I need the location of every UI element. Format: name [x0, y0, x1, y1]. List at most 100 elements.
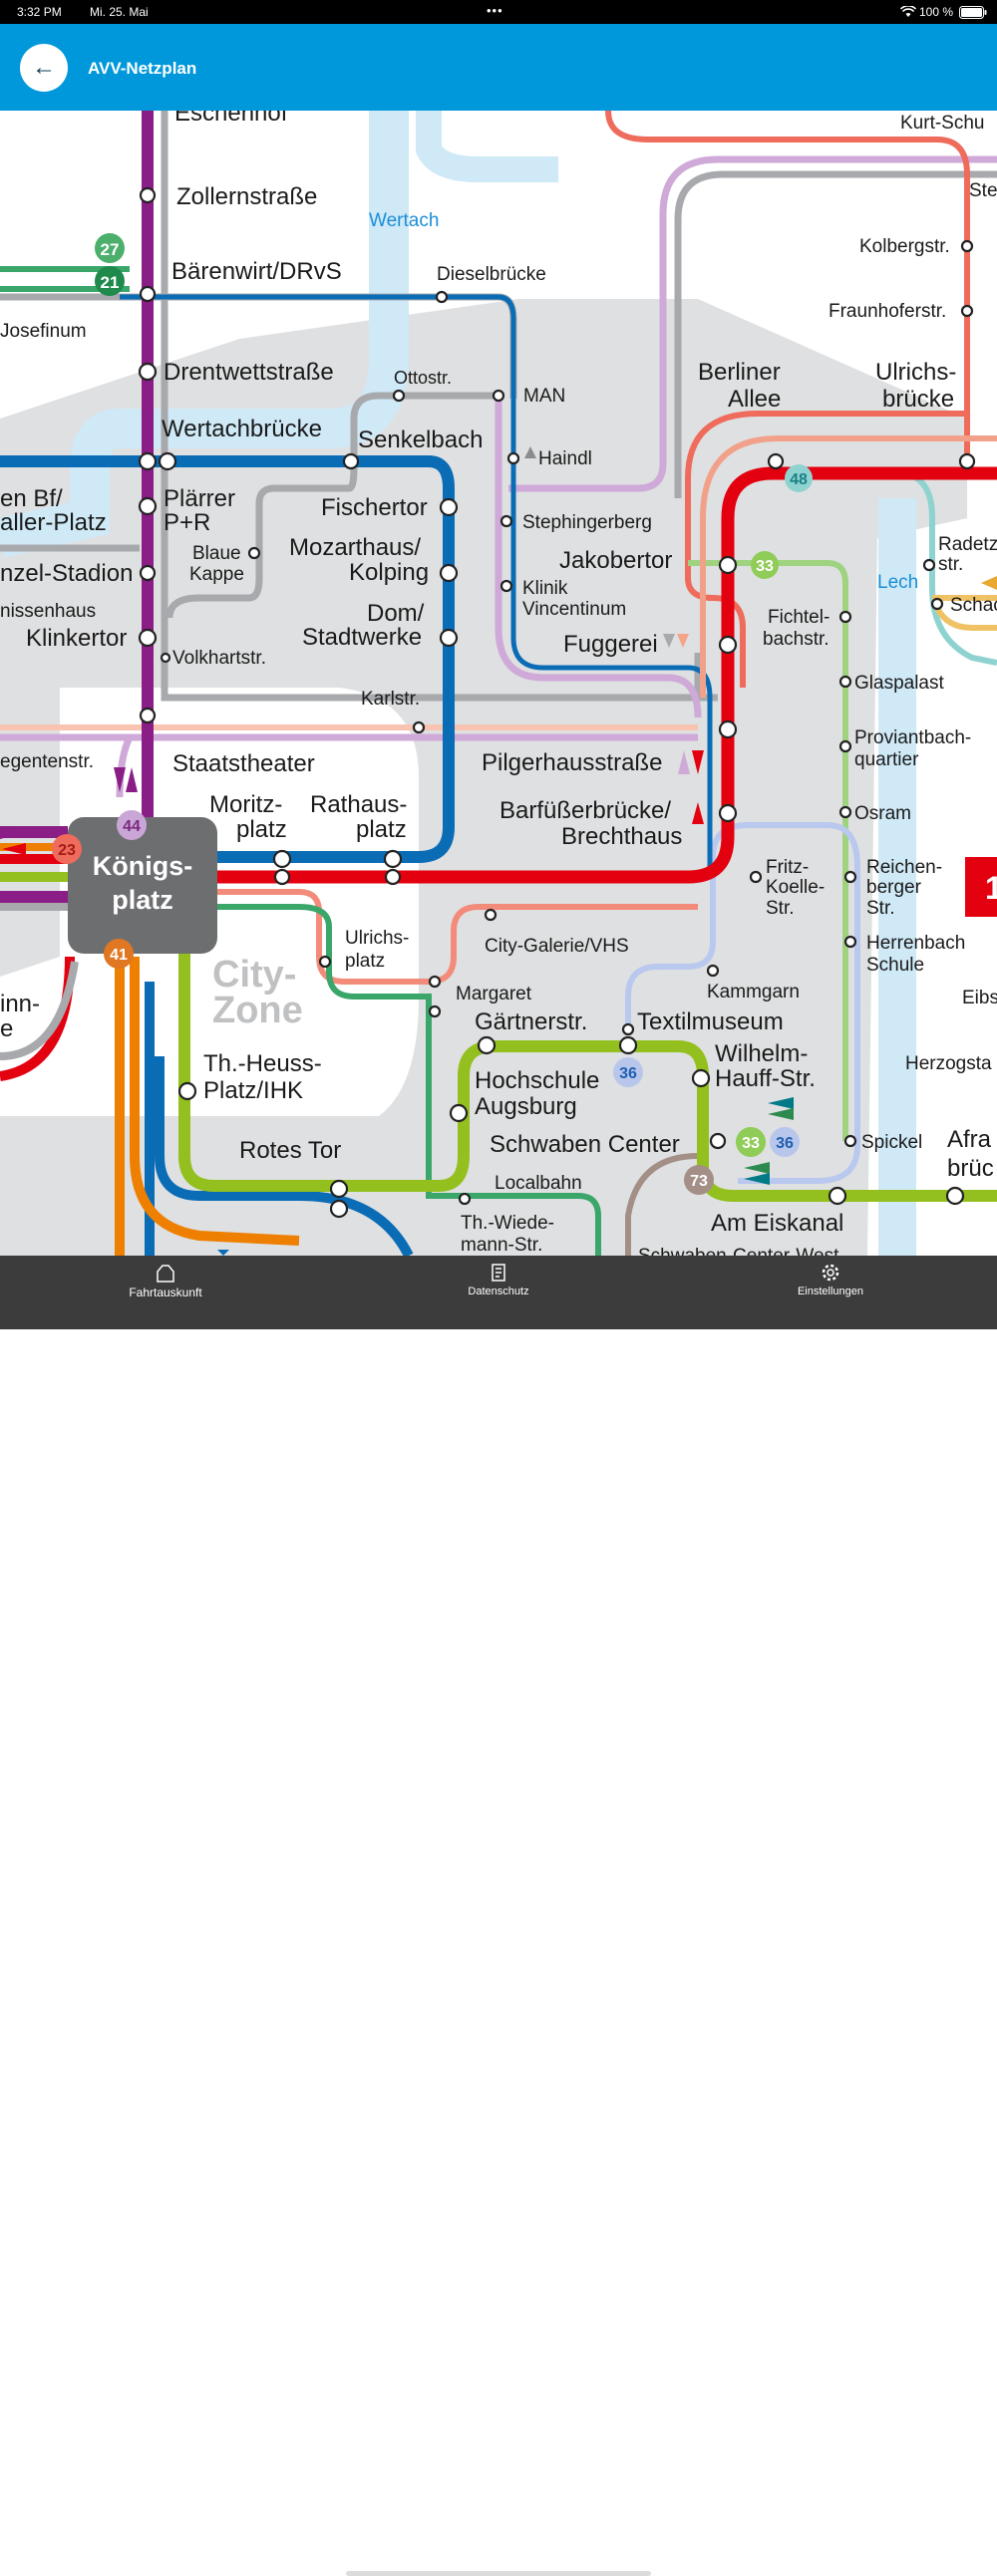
station-label[interactable]: quartier [854, 749, 919, 770]
station-dot[interactable] [499, 579, 513, 593]
station-label[interactable]: Blaue [192, 543, 241, 564]
station-label[interactable]: str. [938, 554, 963, 575]
station-label[interactable]: Reichen- [866, 857, 942, 878]
station-label[interactable]: Klinkertor [26, 625, 127, 652]
station-label[interactable]: Schwaben Center [490, 1131, 680, 1158]
line-badge[interactable]: 36 [613, 1057, 643, 1087]
tab-fahrtauskunft[interactable]: Fahrtauskunft [66, 1256, 265, 1315]
station-dot[interactable] [384, 868, 402, 886]
network-map-canvas[interactable]: Königs- platz [0, 111, 997, 1256]
station-dot[interactable] [412, 720, 426, 734]
station-label[interactable]: Kammgarn [707, 982, 800, 1002]
station-dot[interactable] [177, 1081, 197, 1101]
station-label[interactable]: Fritz- [766, 857, 809, 878]
station-dot[interactable] [718, 635, 738, 655]
tab-einstellungen[interactable]: Einstellungen [731, 1256, 930, 1315]
station-label[interactable]: Karlstr. [361, 689, 420, 710]
station-label[interactable]: aller-Platz [0, 509, 107, 536]
station-label[interactable]: Osram [854, 803, 911, 824]
station-dot[interactable] [828, 1186, 847, 1206]
line-badge[interactable]: 44 [117, 810, 147, 840]
station-dot[interactable] [272, 849, 292, 869]
station-label[interactable]: Brechthaus [561, 823, 682, 850]
station-label[interactable]: Senkelbach [358, 427, 483, 453]
station-label[interactable]: Rotes Tor [239, 1137, 341, 1164]
station-label[interactable]: bachstr. [763, 629, 830, 650]
station-label[interactable]: e [0, 1015, 13, 1042]
station-label[interactable]: Stephingerberg [522, 512, 652, 533]
station-label[interactable]: Proviantbach- [854, 727, 971, 748]
station-dot[interactable] [718, 719, 738, 739]
station-label[interactable]: Koelle- [766, 877, 825, 898]
station-label[interactable]: Allee [728, 386, 781, 413]
station-dot[interactable] [484, 908, 498, 922]
station-dot[interactable] [439, 628, 459, 648]
station-dot[interactable] [383, 849, 403, 869]
station-label[interactable]: Moritz- [209, 791, 282, 818]
station-dot[interactable] [843, 935, 857, 949]
station-label[interactable]: Dieselbrücke [437, 264, 546, 285]
station-label[interactable]: inn- [0, 991, 40, 1017]
multitasking-dots-icon[interactable]: ••• [487, 3, 503, 18]
station-dot[interactable] [958, 452, 976, 470]
station-dot[interactable] [945, 1186, 965, 1206]
station-label[interactable]: Str. [866, 898, 895, 919]
station-label[interactable]: Drentwettstraße [164, 359, 334, 386]
station-label[interactable]: Zollernstraße [176, 183, 317, 210]
station-label[interactable]: Herzogsta [905, 1053, 992, 1074]
station-label[interactable]: en Bf/ [0, 485, 63, 512]
station-dot[interactable] [838, 610, 852, 624]
station-label[interactable]: Str. [766, 898, 795, 919]
station-dot[interactable] [709, 1132, 727, 1150]
station-dot[interactable] [621, 1022, 635, 1036]
station-label[interactable]: platz [236, 816, 287, 843]
station-label[interactable]: Ste [969, 180, 997, 201]
station-dot[interactable] [329, 1199, 349, 1219]
station-label[interactable]: Am Eiskanal [711, 1210, 843, 1237]
station-label[interactable]: Fichtel- [768, 607, 830, 628]
station-dot[interactable] [392, 389, 406, 403]
station-label[interactable]: platz [356, 816, 407, 843]
station-label[interactable]: Radetz [938, 534, 997, 555]
station-label[interactable]: Josefinum [0, 321, 87, 342]
station-label[interactable]: Margaret [456, 984, 532, 1004]
station-label[interactable]: berger [866, 877, 922, 898]
station-dot[interactable] [843, 1134, 857, 1148]
station-dot[interactable] [960, 239, 974, 253]
station-label[interactable]: MAN [523, 386, 565, 407]
station-label[interactable]: platz [345, 951, 385, 972]
station-label[interactable]: Vincentinum [522, 599, 626, 620]
station-label[interactable]: Fuggerei [563, 631, 658, 658]
station-label[interactable]: Afra [947, 1126, 992, 1153]
station-label[interactable]: Klinik [522, 578, 568, 599]
station-label[interactable]: Platz/IHK [203, 1077, 303, 1104]
station-label[interactable]: Schac [950, 595, 997, 616]
station-dot[interactable] [428, 1004, 442, 1018]
station-label[interactable]: Th.-Wiede- [461, 1213, 554, 1234]
station-label[interactable]: Hochschule [475, 1067, 599, 1094]
station-label[interactable]: Localbahn [495, 1173, 582, 1194]
station-dot[interactable] [691, 1068, 711, 1088]
station-dot[interactable] [329, 1179, 349, 1199]
station-dot[interactable] [435, 290, 449, 304]
station-label[interactable]: Ulrichs- [875, 359, 956, 386]
home-indicator[interactable] [346, 2571, 651, 2576]
station-dot[interactable] [439, 497, 459, 517]
back-button[interactable]: ← [20, 44, 68, 92]
station-dot[interactable] [718, 555, 738, 575]
station-dot[interactable] [767, 452, 785, 470]
station-dot[interactable] [930, 597, 944, 611]
koenigsplatz-hub[interactable] [68, 817, 217, 954]
station-label[interactable]: Schwaben-Center-West [638, 1246, 839, 1256]
station-label[interactable]: Glaspalast [854, 673, 944, 694]
network-map[interactable]: Königs- platz [0, 111, 997, 1256]
station-label[interactable]: Textilmuseum [637, 1008, 784, 1035]
station-label[interactable]: Gärtnerstr. [475, 1008, 587, 1035]
station-label[interactable]: Berliner [698, 359, 781, 386]
station-label[interactable]: Schule [866, 955, 924, 976]
station-dot[interactable] [706, 964, 720, 978]
station-label[interactable]: mann-Str. [461, 1235, 542, 1256]
station-dot[interactable] [749, 870, 763, 884]
station-label[interactable]: Wertachbrücke [162, 416, 322, 442]
station-label[interactable]: brücke [882, 386, 954, 413]
